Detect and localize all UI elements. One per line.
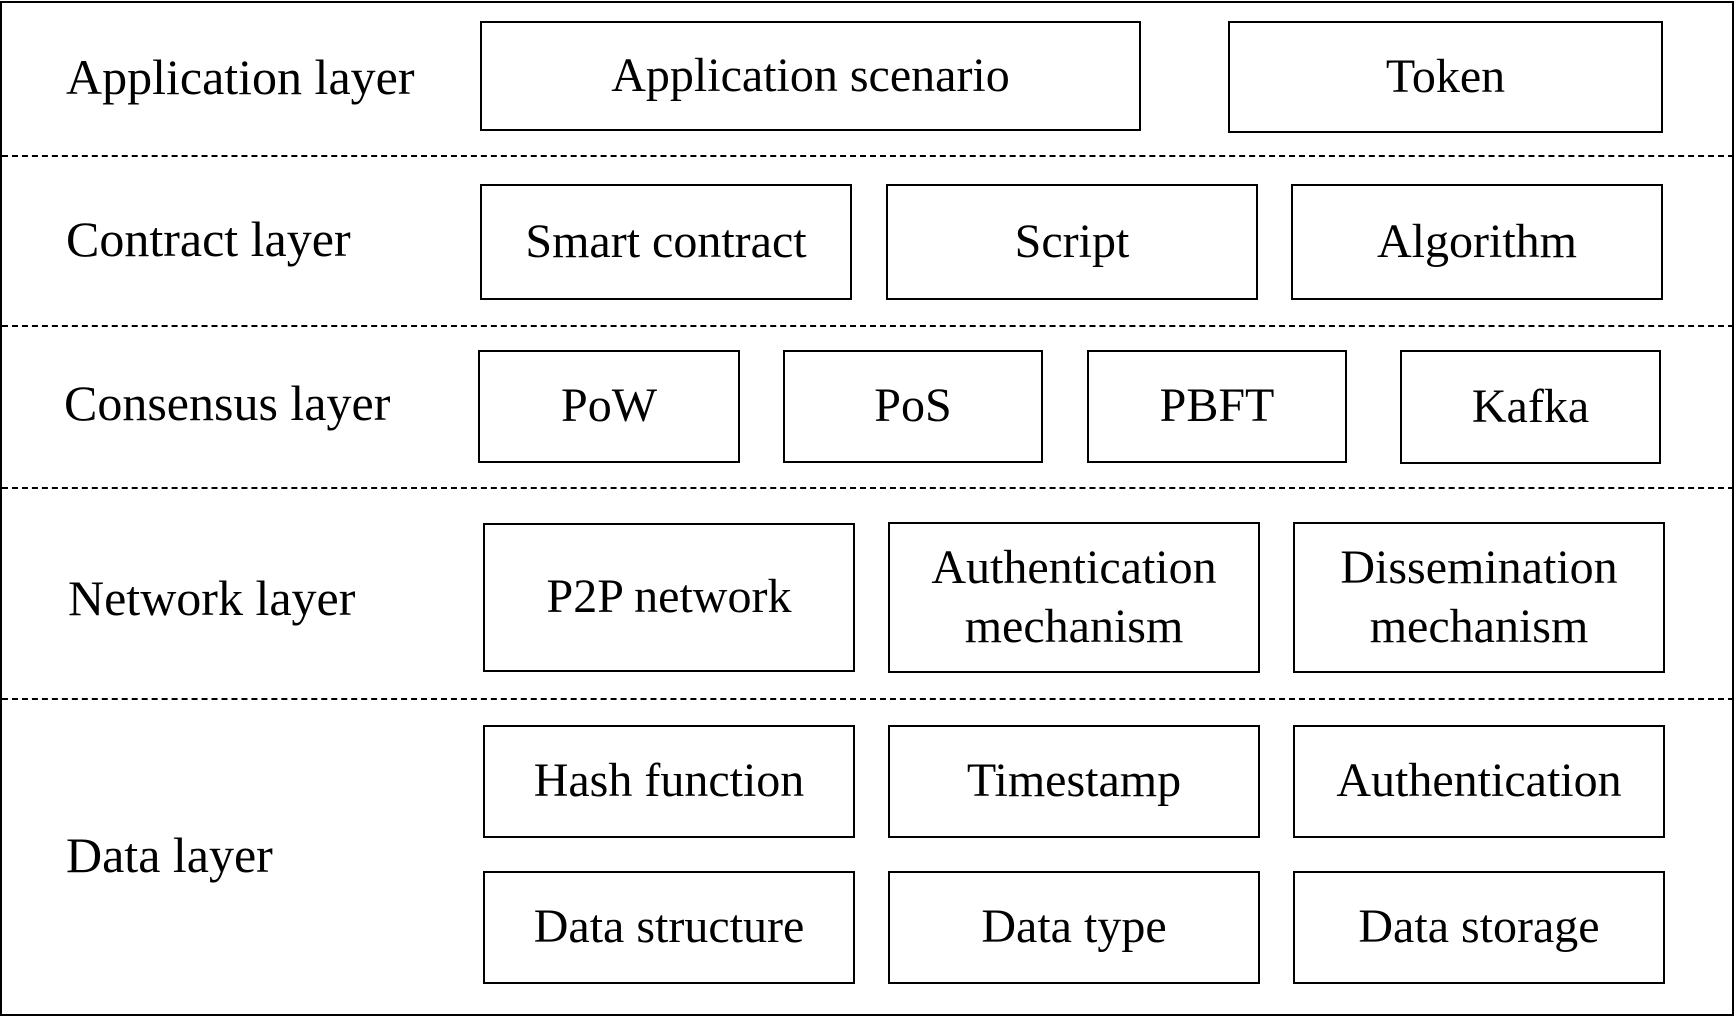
algorithm-text: Algorithm [1377,214,1577,268]
application-scenario-text: Application scenario [611,48,1010,102]
smart-contract-box: Smart contract [480,184,852,300]
application-layer-label: Application layer [66,49,415,105]
p2p-network-box: P2P network [483,523,855,672]
token-box: Token [1228,21,1663,133]
network-layer-label: Network layer [68,570,356,626]
timestamp-box: Timestamp [888,725,1260,838]
layer-divider-contract-consensus [2,325,1734,327]
data-structure-text: Data structure [533,900,805,954]
dissemination-mechanism-box: Dissemination mechanism [1293,522,1665,673]
hash-function-box: Hash function [483,725,855,838]
authentication-box: Authentication [1293,725,1665,838]
data-layer-label: Data layer [66,827,273,883]
script-text: Script [1014,214,1130,268]
pow-text: PoW [561,379,657,433]
contract-layer-label: Contract layer [66,211,351,267]
data-storage-box: Data storage [1293,871,1665,984]
authentication-mechanism-box: Authentication mechanism [888,522,1260,673]
token-text: Token [1385,49,1506,103]
kafka-box: Kafka [1400,350,1661,464]
pos-box: PoS [783,350,1043,463]
pow-box: PoW [478,350,740,463]
pbft-text: PBFT [1159,379,1275,433]
layer-divider-consensus-network [2,487,1734,489]
script-box: Script [886,184,1258,300]
layer-divider-application-contract [2,155,1734,157]
algorithm-box: Algorithm [1291,184,1663,300]
data-storage-text: Data storage [1358,900,1600,954]
authentication-text: Authentication [1336,754,1622,808]
layer-divider-network-data [2,698,1734,700]
kafka-text: Kafka [1471,379,1590,433]
pos-text: PoS [874,379,952,433]
application-scenario-box: Application scenario [480,21,1141,131]
smart-contract-text: Smart contract [525,214,807,268]
data-type-text: Data type [981,900,1167,954]
data-structure-box: Data structure [483,871,855,984]
p2p-network-text: P2P network [546,570,792,624]
data-type-box: Data type [888,871,1260,984]
authentication-mechanism-text: Authentication mechanism [931,540,1217,653]
dissemination-mechanism-text: Dissemination mechanism [1340,540,1618,653]
hash-function-text: Hash function [533,754,805,808]
timestamp-text: Timestamp [966,754,1182,808]
pbft-box: PBFT [1087,350,1347,463]
consensus-layer-label: Consensus layer [64,375,391,431]
